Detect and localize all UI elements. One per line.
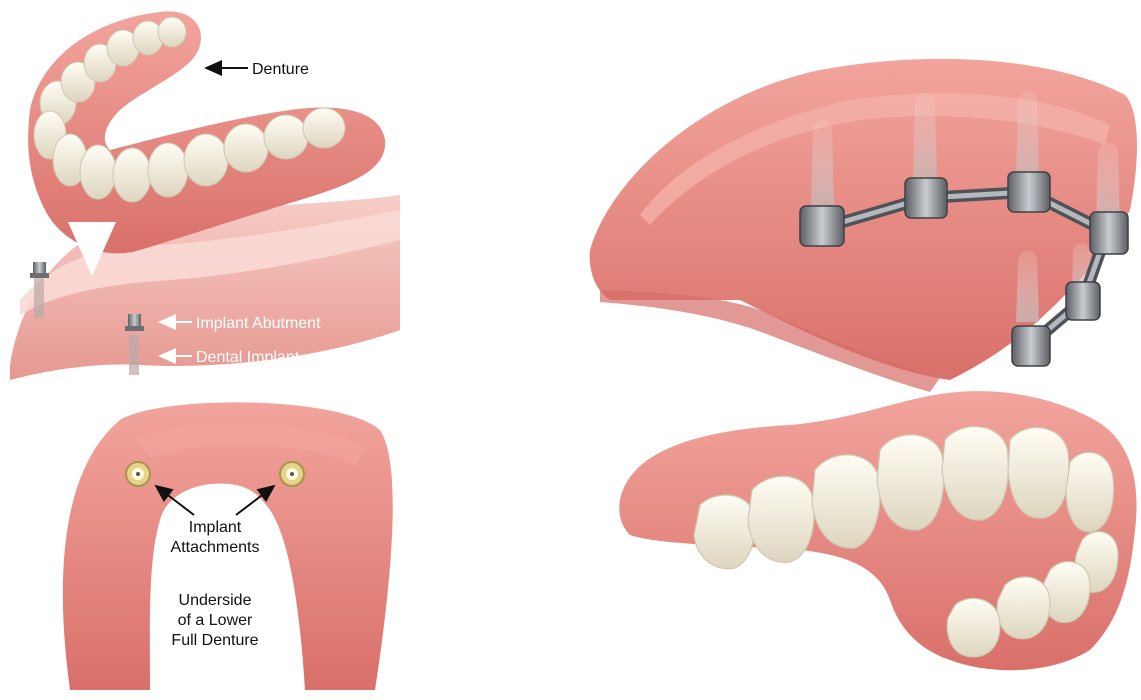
implant-attachments-label-line2: Attachments — [171, 539, 260, 556]
upper-denture-illustration — [619, 391, 1136, 670]
underside-label-line2: of a Lower — [178, 612, 253, 629]
upper-arch-illustration — [590, 59, 1137, 392]
implant-attachment-left — [126, 462, 150, 486]
implant-attachment-right — [280, 462, 304, 486]
underside-label-line1: Underside — [179, 592, 252, 609]
dental-implant-label: Dental Implant — [196, 349, 300, 366]
implant-abutment-label: Implant Abutment — [196, 315, 321, 332]
implant-attachments-label-line1: Implant — [189, 519, 242, 536]
denture-label: Denture — [252, 61, 309, 78]
underside-label-line3: Full Denture — [171, 632, 258, 649]
